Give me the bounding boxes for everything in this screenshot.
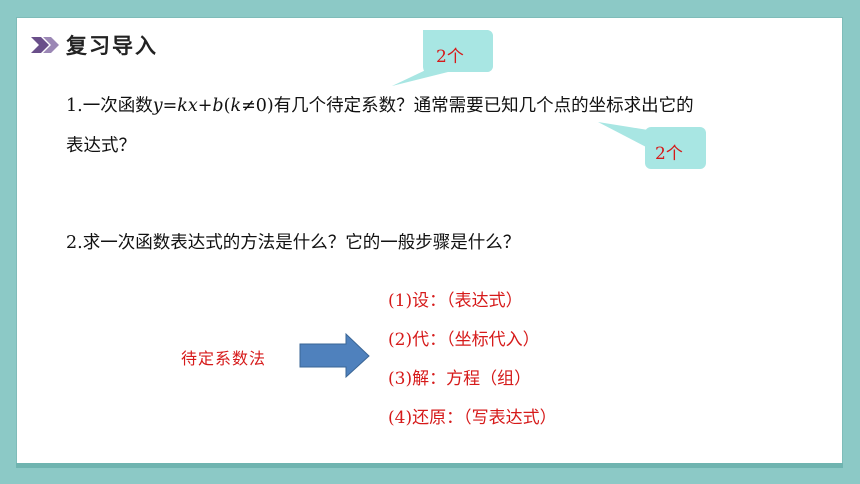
formula-eq: = (162, 96, 178, 116)
callout-1-label: 2个 (436, 47, 464, 67)
callout-2-label: 2个 (655, 144, 683, 164)
formula-kx: kx (177, 96, 198, 116)
method-label: 待定系数法 (181, 349, 267, 368)
chevron-double-icon (31, 37, 59, 53)
step-item: (4)还原：（写表达式） (388, 408, 557, 428)
formula-k: k (230, 96, 242, 116)
slide-bottom-bar (16, 463, 843, 468)
steps-list: (1)设：（表达式） (2)代：（坐标代入） (3)解：方程（组） (4)还原：… (388, 289, 557, 445)
question-1-prefix: 1.一次函数 (66, 96, 153, 116)
question-1-text-a: 有几个待定系数？通常需要已知几个点的坐标求出它的 (273, 96, 694, 116)
page-title: 复习导入 (66, 34, 158, 58)
question-1-text-b: 表达式？ (66, 136, 136, 156)
formula-y: y (152, 96, 163, 116)
step-item: (3)解：方程（组） (388, 369, 532, 389)
formula-lparen: ( (223, 96, 231, 116)
question-2: 2.求一次函数表达式的方法是什么？它的一般步骤是什么？ (66, 233, 521, 253)
question-1: 1.一次函数y=kx+b(k≠0)有几个待定系数？通常需要已知几个点的坐标求出它… (66, 86, 806, 166)
slide-canvas (16, 17, 843, 465)
step-item: (1)设：（表达式） (388, 291, 523, 311)
formula-neq: ≠0) (241, 96, 274, 116)
formula-plus: + (197, 96, 213, 116)
formula-b: b (212, 96, 224, 116)
step-item: (2)代：（坐标代入） (388, 330, 540, 350)
